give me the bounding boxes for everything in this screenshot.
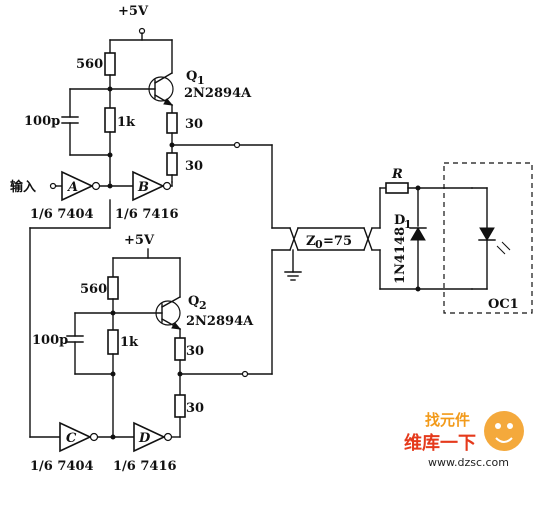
resistor-30-b-label: 30 [185,159,203,174]
resistor-560-top [104,52,116,76]
resistor-1k-top-label: 1k [117,115,136,130]
gate-d-label: D [138,431,151,446]
led-diode [479,227,495,241]
gate-a-label: A [66,180,78,195]
node-top-out [233,141,241,149]
light-arrow-1 [496,245,506,255]
oc-label: OC1 [488,297,519,312]
q2-part-label: 2N2894A [186,314,254,329]
watermark-line1: 找元件 [425,411,470,429]
q2-name-label: Q [188,294,199,309]
input-label: 输入 [10,179,36,195]
gate-a [61,170,94,202]
q1-part-label: 2N2894A [184,86,252,101]
resistor-560-bottom [107,276,119,300]
cap-top-label: 100p [24,114,60,129]
gate-c-part-label: 1/6 7404 [30,459,94,474]
impedance-sub: 0 [315,238,323,251]
resistor-30-d-label: 30 [186,401,204,416]
optocoupler-box [443,162,533,314]
resistor-30-a-label: 30 [185,117,203,132]
gate-b-part-label: 1/6 7416 [115,207,179,222]
resistor-30-c [174,337,186,361]
gate-c-label: C [66,431,77,446]
watermark-url: www.dzsc.com [428,456,509,469]
q1-sub-label: 1 [197,74,205,87]
vcc-bottom-label: +5V [124,233,155,248]
impedance-value: =75 [323,234,352,249]
resistor-30-c-label: 30 [186,344,204,359]
resistor-1k-bottom [107,329,119,355]
cap-bottom-label: 100p [32,333,68,348]
input-terminal [49,182,57,190]
twist-left [289,227,299,251]
q1-name-label: Q [186,69,197,84]
watermark-line2: 维库一下 [404,432,476,454]
gate-d-part-label: 1/6 7416 [113,459,177,474]
gate-b [132,170,165,202]
gate-b-label: B [137,180,149,195]
resistor-30-d [174,394,186,418]
d1-sub-label: 1 [404,218,412,231]
resistor-r-label: R [391,167,403,182]
gate-d [133,421,166,453]
resistor-30-b [166,152,178,176]
vcc-top-label: +5V [118,4,149,19]
d1-part-label: 1N4148 [393,227,408,284]
diode-d1 [410,227,426,241]
light-arrow-2 [501,241,511,251]
mascot-icon [484,411,524,451]
impedance-label: Z [306,234,316,249]
q2-sub-label: 2 [199,299,207,312]
gate-c [59,421,92,453]
resistor-30-a [166,112,178,134]
resistor-1k-bottom-label: 1k [120,335,139,350]
q2-collector [161,296,181,308]
twist-right [363,227,373,251]
gate-a-part-label: 1/6 7404 [30,207,94,222]
resistor-1k-top [104,107,116,133]
resistor-560-bottom-label: 560 [80,282,107,297]
watermark-logo: 找元件 维库一下 www.dzsc.com [404,411,524,469]
q1-collector [154,72,173,84]
resistor-560-top-label: 560 [76,57,103,72]
resistor-r [385,182,409,194]
d1-name-label: D [394,213,405,228]
node-bottom-out [241,370,249,378]
